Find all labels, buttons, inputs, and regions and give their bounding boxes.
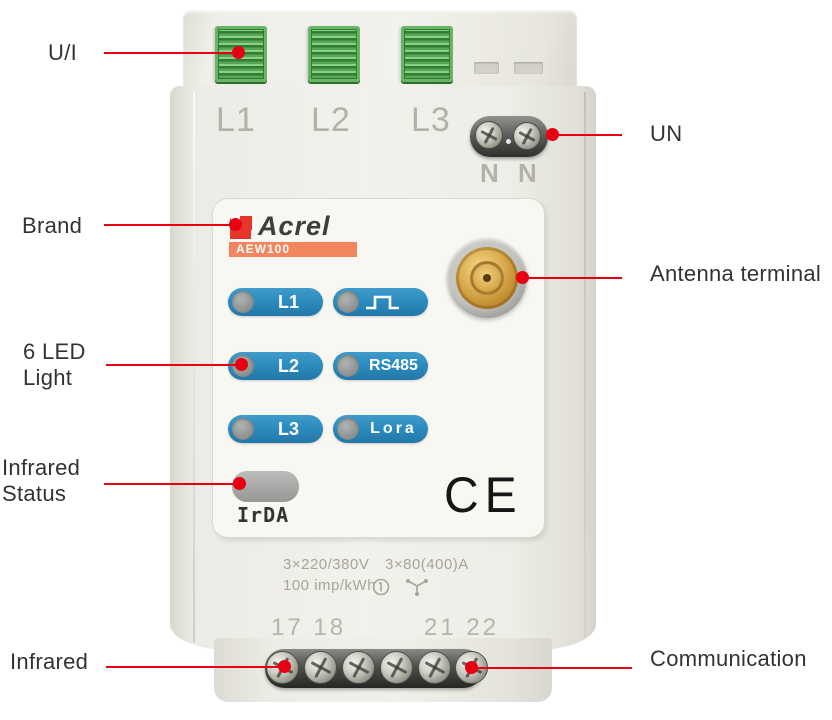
- led-dot: [232, 418, 254, 440]
- model-banner: AEW100: [229, 242, 357, 257]
- irda-label: IrDA: [237, 503, 290, 527]
- terminal-numbers-left: 17 18: [271, 614, 347, 641]
- callout-label-led: 6 LED Light: [23, 339, 86, 391]
- callout-line: [104, 52, 238, 54]
- callout-label-infrared-status-line1: Infrared: [2, 455, 81, 480]
- led-indicator-l1: L1: [228, 288, 323, 316]
- callout-dot: [278, 660, 291, 673]
- led-indicator-rs485: RS485: [333, 352, 428, 380]
- top-slot-right: [514, 62, 543, 74]
- led-dot: [337, 355, 359, 377]
- screw-terminal: [342, 651, 375, 684]
- antenna-center-pin: [483, 274, 491, 282]
- spec-voltage: 3×220/380V: [283, 556, 370, 573]
- terminal-numbers-right: 21 22: [424, 614, 500, 641]
- brand-name-text: Acrel: [258, 211, 331, 241]
- spec-current: 3×80(400)A: [385, 556, 469, 573]
- led-label: L1: [277, 292, 299, 312]
- callout-dot: [229, 218, 242, 231]
- neutral-screw-terminal: [513, 122, 541, 150]
- screw-terminal-21: [418, 651, 451, 684]
- neutral-block-dot: [506, 139, 511, 144]
- callout-dot: [465, 661, 478, 674]
- ce-mark: CE: [444, 467, 523, 524]
- callout-label-led-line2: Light: [23, 365, 73, 390]
- led-label: L3: [277, 419, 299, 439]
- callout-label-brand: Brand: [22, 213, 83, 238]
- callout-line: [476, 667, 632, 669]
- pulse-icon: [363, 293, 403, 316]
- led-indicator-l3: L3: [228, 415, 323, 443]
- led-dot: [337, 418, 359, 440]
- callout-dot: [546, 128, 559, 141]
- phase-label-l2: L2: [311, 101, 351, 139]
- led-label: RS485: [369, 357, 418, 374]
- neutral-screw-terminal: [475, 121, 503, 149]
- led-dot: [232, 291, 254, 313]
- callout-label-infrared: Infrared: [10, 649, 89, 674]
- three-phase-wye-icon: [403, 578, 431, 603]
- accuracy-class-icon: [372, 578, 390, 601]
- callout-label-un: UN: [650, 121, 683, 146]
- neutral-label: N: [518, 158, 537, 188]
- terminal-block-l3: [401, 26, 453, 82]
- callout-line: [104, 224, 232, 226]
- callout-label-antenna: Antenna terminal: [650, 261, 822, 286]
- model-text: AEW100: [236, 242, 291, 256]
- callout-line: [526, 277, 622, 279]
- terminal-block-l2: [308, 26, 360, 82]
- callout-dot: [232, 46, 245, 59]
- led-indicator-lora: Lora: [333, 415, 428, 443]
- screw-terminal-18: [304, 651, 337, 684]
- phase-label-l3: L3: [411, 101, 451, 139]
- led-indicator-pulse: [333, 288, 428, 316]
- callout-label-led-line1: 6 LED: [23, 339, 86, 364]
- right-edge-ridge: [584, 92, 586, 637]
- callout-label-infrared-status: Infrared Status: [2, 455, 80, 507]
- callout-label-infrared-status-line2: Status: [2, 481, 67, 506]
- led-dot: [337, 291, 359, 313]
- callout-line: [558, 134, 622, 136]
- callout-label-ui: U/I: [48, 40, 78, 65]
- callout-dot: [233, 477, 246, 490]
- callout-dot: [516, 271, 529, 284]
- callout-label-communication: Communication: [650, 646, 807, 671]
- top-slot-left: [474, 62, 499, 74]
- screw-terminal: [380, 651, 413, 684]
- spec-impulse-rate: 100 imp/kWh: [283, 577, 377, 594]
- led-label: L2: [277, 356, 299, 376]
- neutral-label: N: [480, 158, 499, 188]
- phase-label-l1: L1: [216, 101, 256, 139]
- led-label: Lora: [370, 420, 417, 437]
- callout-dot: [235, 358, 248, 371]
- callout-line: [106, 364, 238, 366]
- callout-line: [104, 483, 236, 485]
- callout-line: [106, 666, 281, 668]
- left-edge-ridge: [193, 92, 195, 642]
